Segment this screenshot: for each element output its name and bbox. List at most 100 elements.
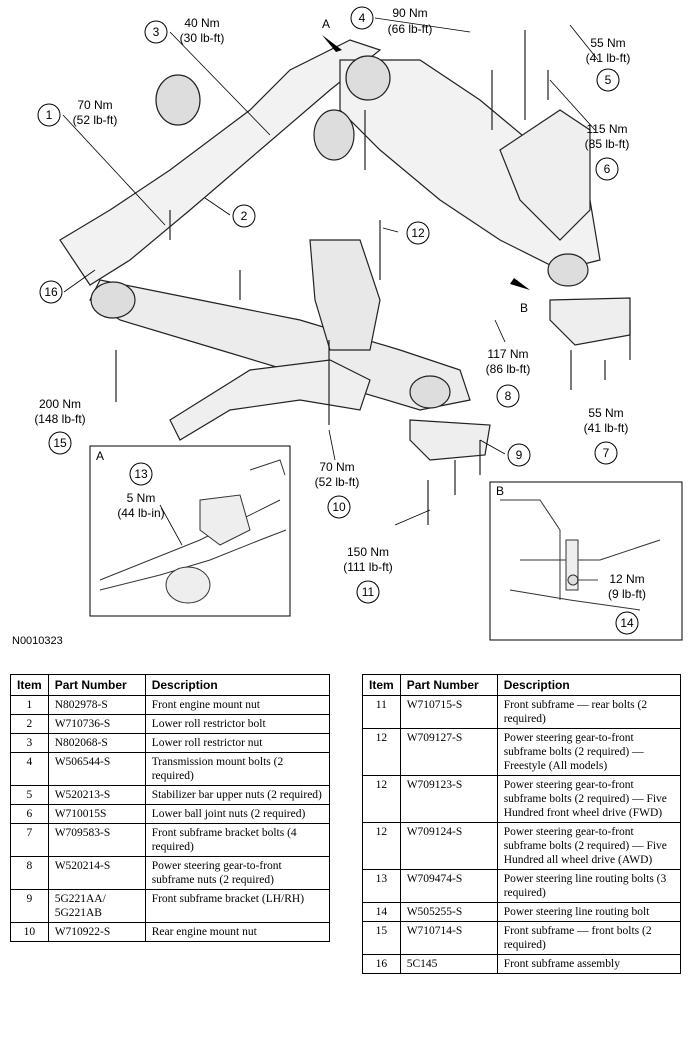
torque-nm: 200 Nm bbox=[39, 397, 81, 411]
callout-11: 150 Nm (111 lb-ft) 11 bbox=[343, 545, 393, 604]
cell-description: Power steering gear-to-front subframe bo… bbox=[496, 728, 682, 776]
torque-nm: 40 Nm bbox=[184, 16, 219, 30]
callout-number: 3 bbox=[153, 25, 160, 39]
cell-description: Front subframe — rear bolts (2 required) bbox=[496, 695, 682, 729]
callout-number: 11 bbox=[362, 585, 375, 599]
cell-description: Power steering line routing bolts (3 req… bbox=[496, 869, 682, 903]
cell-description: Rear engine mount nut bbox=[144, 922, 331, 942]
callout-5: 55 Nm (41 lb-ft) 5 bbox=[586, 36, 631, 92]
torque-imperial: (52 lb-ft) bbox=[73, 113, 118, 127]
cell-description: Lower roll restrictor bolt bbox=[144, 714, 331, 734]
callout-number: 9 bbox=[516, 448, 523, 462]
cell-item: 7 bbox=[10, 823, 49, 857]
torque-nm: 70 Nm bbox=[77, 98, 112, 112]
cell-part-number: 5G221AA/ 5G221AB bbox=[47, 889, 146, 923]
torque-imperial: (41 lb-ft) bbox=[586, 51, 631, 65]
callout-3: 3 40 Nm (30 lb-ft) bbox=[144, 16, 225, 45]
torque-nm: 55 Nm bbox=[588, 406, 623, 420]
view-label-b: B bbox=[520, 301, 528, 315]
subframe-diagram: A B A B bbox=[34, 6, 683, 641]
cell-description: Front subframe bracket (LH/RH) bbox=[144, 889, 331, 923]
torque-imperial: (66 lb-ft) bbox=[388, 22, 433, 36]
header-part-number: Part Number bbox=[47, 674, 146, 696]
header-item: Item bbox=[10, 674, 49, 696]
callout-8: 117 Nm (86 lb-ft) 8 bbox=[486, 347, 531, 408]
cell-part-number: W520214-S bbox=[47, 856, 146, 890]
callout-1: 1 70 Nm (52 lb-ft) bbox=[37, 98, 118, 127]
leader-lines bbox=[62, 17, 599, 581]
torque-imperial: (9 lb-ft) bbox=[608, 587, 646, 601]
callout-10: 70 Nm (52 lb-ft) 10 bbox=[315, 460, 359, 519]
cell-description: Power steering line routing bolt bbox=[496, 902, 682, 922]
torque-nm: 55 Nm bbox=[590, 36, 625, 50]
cell-item: 16 bbox=[362, 954, 401, 974]
cell-item: 10 bbox=[10, 922, 49, 942]
header-description: Description bbox=[144, 674, 331, 696]
torque-imperial: (86 lb-ft) bbox=[486, 362, 531, 376]
header-description: Description bbox=[496, 674, 682, 696]
cell-item: 4 bbox=[10, 752, 49, 786]
cell-part-number: W710715-S bbox=[399, 695, 498, 729]
view-arrow-b: B bbox=[510, 278, 530, 315]
torque-imperial: (44 lb-in) bbox=[117, 506, 164, 520]
cell-description: Power steering gear-to-front subframe nu… bbox=[144, 856, 331, 890]
callout-number: 2 bbox=[241, 209, 248, 223]
torque-nm: 150 Nm bbox=[347, 545, 389, 559]
cell-part-number: W709123-S bbox=[399, 775, 498, 823]
cell-part-number: 5C145 bbox=[399, 954, 498, 974]
callout-13: 13 5 Nm (44 lb-in) bbox=[117, 462, 165, 520]
cell-part-number: W520213-S bbox=[47, 785, 146, 805]
callout-6: 115 Nm (85 lb-ft) 6 bbox=[585, 122, 630, 181]
torque-imperial: (30 lb-ft) bbox=[180, 31, 225, 45]
cell-item: 5 bbox=[10, 785, 49, 805]
callout-15: 200 Nm (148 lb-ft) 15 bbox=[34, 397, 86, 455]
cell-item: 2 bbox=[10, 714, 49, 734]
view-arrow-a: A bbox=[322, 17, 342, 52]
cell-item: 9 bbox=[10, 889, 49, 923]
callout-number: 10 bbox=[332, 500, 346, 514]
callout-number: 14 bbox=[620, 616, 634, 630]
cell-description: Front engine mount nut bbox=[144, 695, 331, 715]
callout-number: 13 bbox=[134, 467, 148, 481]
cell-part-number: W709583-S bbox=[47, 823, 146, 857]
torque-imperial: (85 lb-ft) bbox=[585, 137, 630, 151]
cell-part-number: N802978-S bbox=[47, 695, 146, 715]
cell-item: 12 bbox=[362, 728, 401, 776]
torque-nm: 12 Nm bbox=[609, 572, 644, 586]
cell-part-number: W710714-S bbox=[399, 921, 498, 955]
table-header-row: Item Part Number Description bbox=[10, 674, 331, 696]
cell-part-number: W709127-S bbox=[399, 728, 498, 776]
torque-nm: 90 Nm bbox=[392, 6, 427, 20]
callout-7: 55 Nm (41 lb-ft) 7 bbox=[584, 406, 628, 465]
cell-item: 15 bbox=[362, 921, 401, 955]
table-header-row: Item Part Number Description bbox=[362, 674, 682, 696]
callout-number: 16 bbox=[44, 285, 58, 299]
callout-12: 12 bbox=[406, 221, 430, 245]
torque-nm: 5 Nm bbox=[127, 491, 156, 505]
callout-number: 8 bbox=[505, 389, 512, 403]
cell-part-number: W710015S bbox=[47, 804, 146, 824]
cell-description: Stabilizer bar upper nuts (2 required) bbox=[144, 785, 331, 805]
cell-description: Transmission mount bolts (2 required) bbox=[144, 752, 331, 786]
callout-number: 5 bbox=[605, 73, 612, 87]
callout-9: 9 bbox=[507, 443, 531, 467]
cell-item: 14 bbox=[362, 902, 401, 922]
header-part-number: Part Number bbox=[399, 674, 498, 696]
cell-item: 12 bbox=[362, 775, 401, 823]
torque-nm: 70 Nm bbox=[319, 460, 354, 474]
subframe-drawing bbox=[59, 30, 631, 525]
callout-14: 12 Nm (9 lb-ft) 14 bbox=[608, 572, 646, 635]
